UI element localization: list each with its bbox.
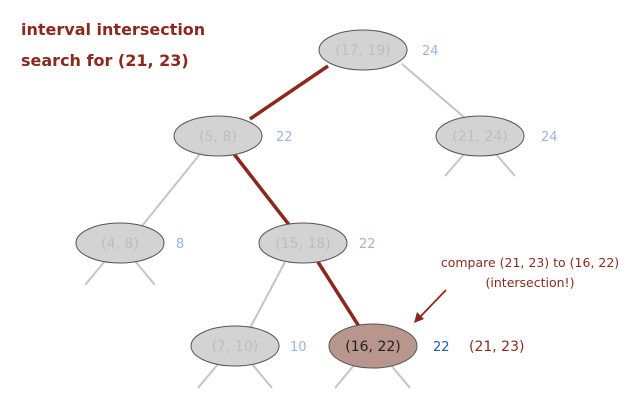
annotation-line-1: compare (21, 23) to (16, 22) xyxy=(441,255,619,270)
node-max: 24 xyxy=(541,130,558,145)
path-edge-15-18-16-22 xyxy=(316,261,362,329)
node-7-10: (7, 10) 10 xyxy=(190,325,307,367)
node-max: 22 xyxy=(276,130,293,145)
path-edge-5-8-15-18 xyxy=(232,152,292,228)
node-shape xyxy=(190,325,280,367)
title-line-2: search for (21, 23) xyxy=(21,51,189,70)
node-shape xyxy=(435,115,525,157)
search-path xyxy=(232,64,362,329)
node-max: 22 xyxy=(433,340,450,355)
node-shape xyxy=(75,222,165,264)
node-shape-highlighted xyxy=(328,323,418,369)
node-21-24: (21, 24) 24 xyxy=(435,115,558,157)
stub xyxy=(494,152,516,177)
node-label: (17, 19) xyxy=(335,43,390,59)
node-4-8: (4, 8) 8 xyxy=(75,222,184,264)
stub xyxy=(444,152,466,177)
stub xyxy=(334,363,356,389)
annotation-line-2: (intersection!) xyxy=(486,275,575,290)
arrow-icon xyxy=(414,289,447,323)
node-max: 8 xyxy=(176,237,184,252)
stub xyxy=(197,363,219,389)
title-line-1: interval intersection xyxy=(21,20,205,39)
node-max: 22 xyxy=(359,237,376,252)
stub xyxy=(134,260,156,286)
node-max: 24 xyxy=(422,44,439,59)
node-label: (5, 8) xyxy=(199,129,237,145)
node-label: (21, 24) xyxy=(452,129,507,145)
node-max: 10 xyxy=(290,340,307,355)
node-label: (16, 22) xyxy=(345,339,400,355)
stub xyxy=(389,363,411,389)
node-5-8: (5, 8) 22 xyxy=(173,115,293,157)
node-label: (7, 10) xyxy=(212,339,259,355)
node-label: (15, 18) xyxy=(275,236,330,252)
path-edge-root-5-8 xyxy=(249,64,329,121)
query-interval: (21, 23) xyxy=(469,339,524,355)
node-17-19: (17, 19) 24 xyxy=(318,29,439,71)
edge-5-8-left xyxy=(141,153,201,227)
node-shape xyxy=(318,29,408,71)
edge-15-18-left xyxy=(249,261,286,329)
node-shape xyxy=(258,222,348,264)
node-16-22: (16, 22) 22 xyxy=(328,323,450,369)
tree-edges xyxy=(84,63,516,389)
node-shape xyxy=(173,115,263,157)
edge-root-right xyxy=(401,63,466,119)
node-label: (4, 8) xyxy=(101,236,139,252)
stub xyxy=(251,363,273,389)
stub xyxy=(84,260,106,286)
node-15-18: (15, 18) 22 xyxy=(258,222,376,264)
